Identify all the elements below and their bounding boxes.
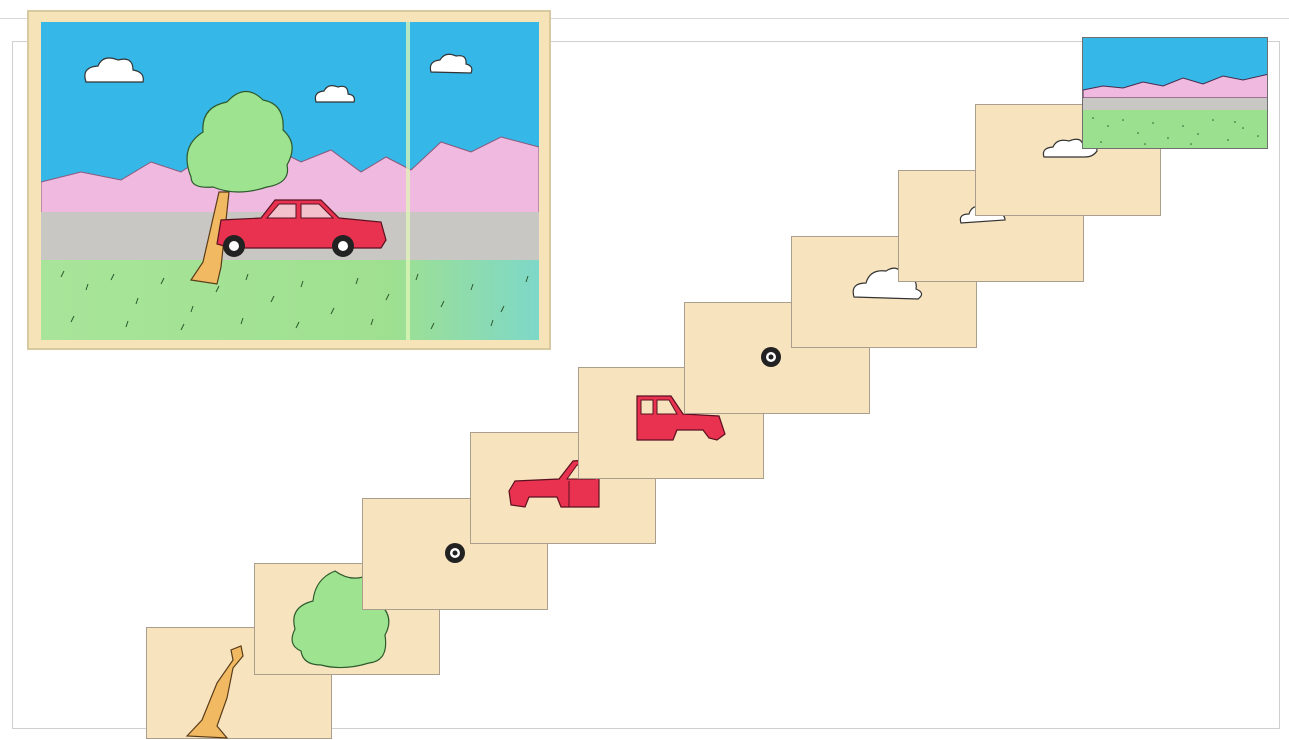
layer-card-background (1082, 37, 1268, 149)
landscape-icon (1083, 38, 1268, 149)
light-streak (406, 22, 410, 340)
composite-scene-drawing (41, 22, 539, 340)
composite-scene (27, 10, 551, 350)
grass (41, 260, 539, 340)
